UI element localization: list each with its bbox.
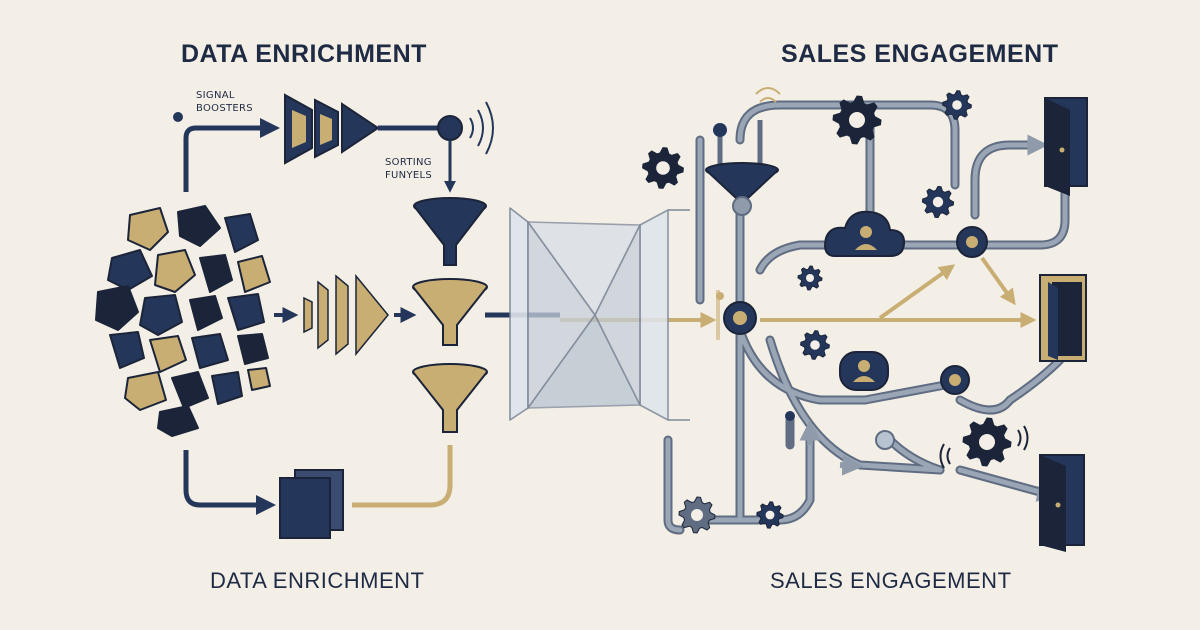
prism-icon (509, 207, 690, 421)
gold-up-arrow (878, 264, 956, 320)
data-chunk-icon (247, 367, 271, 391)
signal-boosters-label: SIGNAL BOOSTERS (196, 89, 253, 115)
door-icon (1039, 454, 1085, 552)
data-chunk-icon (157, 405, 199, 437)
funnel-icon (412, 363, 488, 433)
gold-return-pipe (352, 445, 453, 508)
user-icon (839, 351, 889, 391)
left-footer: DATA ENRICHMENT (210, 568, 425, 593)
data-chunk-icon (127, 207, 169, 251)
data-chunk-cluster (95, 205, 271, 437)
data-chunk-icon (177, 205, 221, 247)
data-chunk-icon (109, 331, 145, 369)
arrow-head (839, 454, 864, 476)
gear-icon (832, 95, 882, 145)
data-chunk-icon (237, 255, 271, 293)
funnel-icon (412, 278, 488, 346)
data-chunk-icon (211, 371, 243, 405)
gear-icon (678, 496, 716, 534)
data-chunk-icon (124, 371, 167, 411)
data-chunk-icon (171, 371, 209, 409)
gear-icon (800, 330, 830, 360)
door-icon (1044, 97, 1088, 196)
right-footer: SALES ENGAGEMENT (770, 568, 1012, 593)
hub-node (723, 301, 757, 335)
hub-node (956, 226, 988, 258)
right-title: SALES ENGAGEMENT (781, 40, 1059, 68)
sorting-funnels-label: SORTING FUNYELS (385, 156, 432, 182)
gear-group (642, 90, 1012, 534)
funnel-icon (413, 197, 487, 266)
chevron-stack-icon (303, 273, 389, 357)
data-chunk-icon (107, 249, 153, 291)
sorting-funnels-line1: SORTING (385, 157, 432, 168)
data-chunk-icon (224, 213, 259, 253)
connector-bottom (183, 450, 276, 515)
data-chunk-icon (191, 333, 229, 369)
data-chunk-icon (95, 285, 139, 331)
signal-node-dot (173, 112, 183, 122)
data-chunk-icon (227, 293, 265, 331)
data-chunk-icon (237, 333, 269, 365)
signal-wave-icon (755, 87, 781, 103)
gear-icon (797, 265, 823, 291)
data-chunk-icon (139, 294, 183, 336)
gear-icon (942, 90, 972, 120)
gear-icon (962, 417, 1012, 467)
data-chunk-icon (189, 295, 223, 331)
cloud-user-icon (824, 210, 906, 257)
signal-boosters-line1: SIGNAL (196, 90, 235, 101)
data-chunk-icon (199, 254, 233, 293)
left-title: DATA ENRICHMENT (181, 40, 427, 68)
signal-wave-icon (469, 101, 494, 155)
gear-icon (642, 147, 684, 189)
signal-boosters-line2: BOOSTERS (196, 103, 253, 114)
funnel-icon (705, 120, 779, 216)
data-chunk-icon (149, 335, 187, 373)
signal-wave-icon (939, 425, 1029, 469)
junction-dot (785, 411, 795, 421)
door-icon (1039, 274, 1087, 362)
connector-top (183, 118, 280, 192)
data-chunk-icon (154, 249, 196, 293)
hub-node (875, 430, 895, 450)
gear-icon (921, 185, 955, 219)
sorting-funnels-line2: FUNYELS (385, 170, 432, 181)
stacked-box-icon (279, 469, 344, 539)
junction-tick (716, 290, 720, 340)
gold-down-arrow (980, 256, 1016, 306)
hub-node (940, 365, 970, 395)
gear-icon (756, 501, 784, 529)
amplifier-icon (284, 93, 463, 165)
